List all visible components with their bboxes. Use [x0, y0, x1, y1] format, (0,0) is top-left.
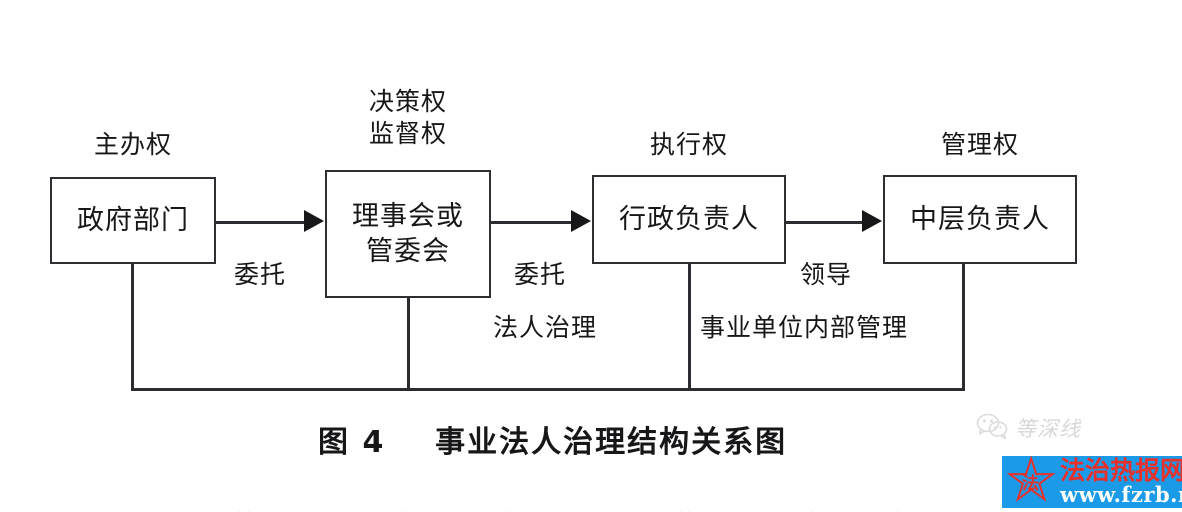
node-box-council-or-management-committee: 理事会或 管委会: [325, 170, 491, 298]
node-box-government-department: 政府部门: [50, 177, 216, 264]
edge-label-delegate-2: 委托: [514, 260, 567, 289]
arrow-head-government-to-council: [304, 210, 324, 232]
node-box-administrative-officer: 行政负责人: [592, 175, 786, 264]
node-label-middle-manager: 中层负责人: [910, 203, 1050, 235]
star-inner-character: 法: [1022, 474, 1039, 494]
edge-label-lead: 领导: [800, 260, 853, 289]
span-label-corporate-governance: 法人治理: [493, 313, 598, 342]
cap-label-execution-power: 执行权: [649, 130, 728, 159]
node-label-council-or-management-committee: 理事会或 管委会: [352, 200, 464, 267]
site-banner-url: www.fzrb.net: [1060, 482, 1182, 507]
node-box-middle-manager: 中层负责人: [883, 175, 1077, 264]
site-banner-title: 法治热报网: [1060, 456, 1182, 485]
edge-label-delegate-1: 委托: [234, 260, 287, 289]
clipped-body-text: 的单位。应当按照法人治理结构的要求，健全决策、执行和监督机制，建立: [78, 504, 958, 512]
node-label-government-department: 政府部门: [77, 204, 189, 236]
arrow-head-council-to-administrative: [571, 210, 591, 232]
wechat-icon: [976, 412, 1008, 444]
figure-caption: 图 4 事业法人治理结构关系图: [318, 425, 788, 460]
cap-label-decision-and-supervision-power: 决策权 监督权: [368, 87, 447, 148]
arrow-line-government-to-council: [216, 221, 306, 224]
connector-drop-council: [407, 298, 410, 390]
arrow-line-administrative-to-middle: [786, 221, 864, 224]
arrow-head-administrative-to-middle: [862, 210, 882, 232]
connector-drop-administrative: [688, 264, 691, 390]
site-banner-watermark: ★ 法 法治热报网 www.fzrb.net: [1002, 456, 1182, 508]
node-label-administrative-officer: 行政负责人: [619, 203, 759, 235]
wechat-watermark-label: 等深线: [1015, 417, 1081, 441]
connector-drop-government: [131, 264, 134, 390]
red-star-icon: ★ 法: [1005, 456, 1057, 508]
arrow-line-council-to-administrative: [491, 221, 573, 224]
connector-bottom-rail: [131, 388, 965, 391]
wechat-watermark: 等深线: [976, 412, 1081, 444]
connector-drop-middle: [962, 264, 965, 390]
site-banner-texts: 法治热报网 www.fzrb.net: [1060, 458, 1182, 506]
span-label-internal-management: 事业单位内部管理: [700, 313, 909, 342]
cap-label-sponsorship-power: 主办权: [93, 130, 172, 159]
cap-label-management-power: 管理权: [940, 130, 1019, 159]
